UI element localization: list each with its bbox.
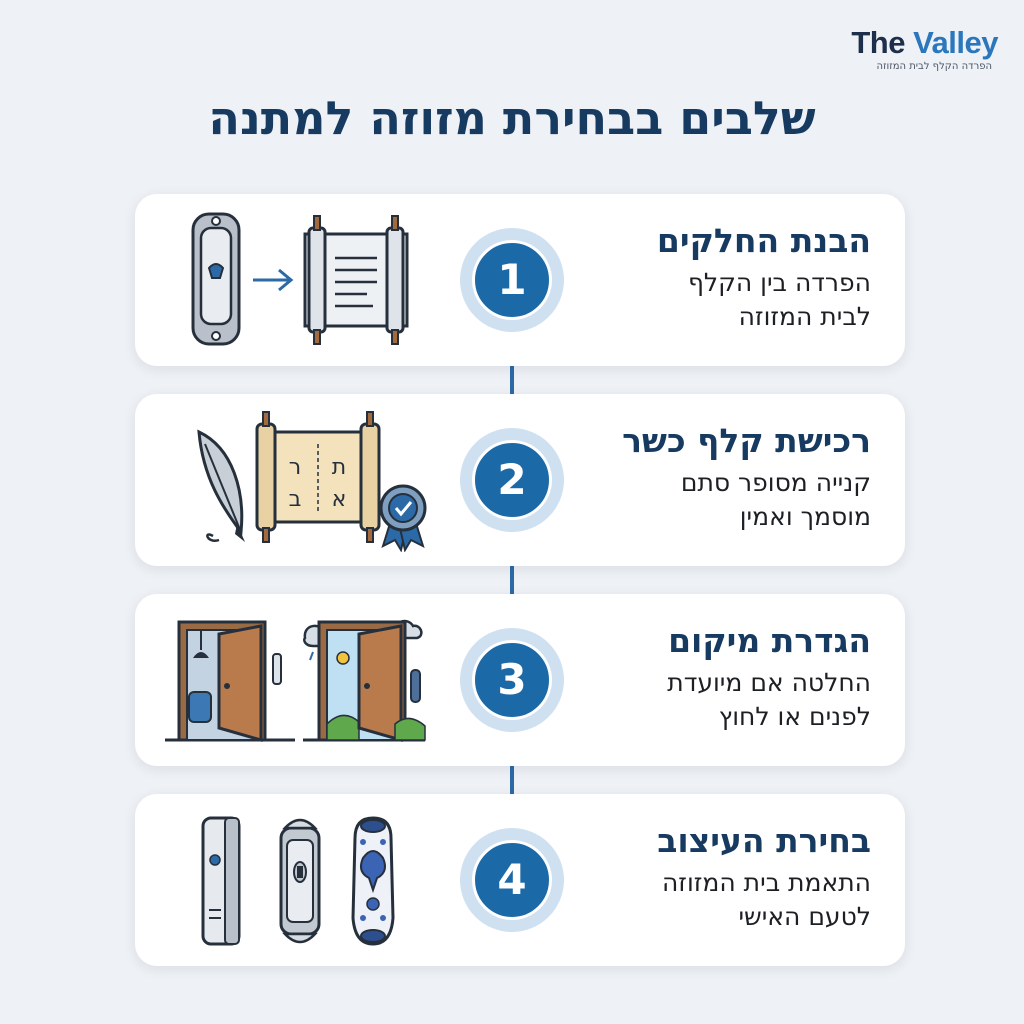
brand-logo: The Valley הפרדה הקלף לבית המזוזה (848, 26, 998, 73)
timeline-connector-1 (510, 330, 514, 408)
step-3-text: הגדרת מיקום החלטה אם מיועדת לפנים או לחו… (581, 620, 871, 734)
scroll-letter-1: ר (289, 455, 301, 480)
step-card-2: ר ת ב א 2 רכישת קלף כשר קנייה מסופר סתם … (135, 394, 905, 566)
quill-icon (197, 429, 245, 542)
step-3-number: 3 (472, 640, 552, 720)
step-1-number: 1 (472, 240, 552, 320)
certified-badge-icon (379, 484, 427, 552)
arrow-right-icon (253, 268, 294, 292)
step-1-text: הבנת החלקים הפרדה בין הקלף לבית המזוזה (581, 220, 871, 334)
outdoor-door-icon (303, 619, 426, 742)
indoor-door-icon (165, 620, 295, 742)
brand-name-part1: The (851, 25, 914, 60)
step-4-text: בחירת העיצוב התאמת בית המזוזה לטעם האישי (581, 820, 871, 934)
step-2-desc-line1: קנייה מסופר סתם (680, 468, 871, 497)
step-1-badge: 1 (460, 228, 564, 332)
step-3-desc-line2: לפנים או לחוץ (718, 702, 871, 731)
step-2-badge: 2 (460, 428, 564, 532)
brand-tagline: הפרדה הקלף לבית המזוזה (876, 61, 992, 72)
scroll-icon (303, 215, 409, 345)
scroll-letter-3: ב (289, 487, 302, 512)
scroll-letter-4: א (332, 487, 347, 512)
scroll-letter-2: ת (332, 455, 346, 480)
timeline-connector-2 (510, 530, 514, 608)
brand-name-part2: Valley (913, 25, 998, 60)
page-title: שלבים בבחירת מזוזה למתנה (208, 91, 816, 145)
timeline-connector-3 (510, 730, 514, 808)
step-2-text: רכישת קלף כשר קנייה מסופר סתם מוסמך ואמי… (581, 420, 871, 534)
step-3-desc-line1: החלטה אם מיועדת (667, 668, 871, 697)
step-1-desc-line2: לבית המזוזה (738, 302, 871, 331)
step-3-title: הגדרת מיקום (668, 621, 871, 660)
step-4-title: בחירת העיצוב (657, 821, 871, 860)
step-4-icons (163, 808, 443, 952)
step-2-title: רכישת קלף כשר (622, 421, 871, 460)
step-card-1: 1 הבנת החלקים הפרדה בין הקלף לבית המזוזה (135, 194, 905, 366)
step-4-number: 4 (472, 840, 552, 920)
metal-mezuzah-icon (279, 818, 321, 944)
step-2-number: 2 (472, 440, 552, 520)
step-1-title: הבנת החלקים (656, 221, 871, 260)
step-4-badge: 4 (460, 828, 564, 932)
decorated-mezuzah-icon (351, 816, 395, 946)
step-3-badge: 3 (460, 628, 564, 732)
step-1-icons (163, 208, 443, 352)
step-3-icons (163, 608, 443, 752)
step-2-desc-line2: מוסמך ואמין (739, 502, 871, 531)
step-4-desc-line2: לטעם האישי (738, 902, 871, 931)
step-2-icons: ר ת ב א (163, 408, 443, 552)
step-4-desc-line1: התאמת בית המזוזה (661, 868, 871, 897)
brand-name: The Valley (848, 26, 998, 60)
step-card-4: 4 בחירת העיצוב התאמת בית המזוזה לטעם האי… (135, 794, 905, 966)
mezuzah-case-icon (191, 212, 241, 346)
modern-mezuzah-icon (201, 816, 241, 946)
hebrew-scroll-icon: ר ת ב א (255, 411, 381, 543)
step-card-3: 3 הגדרת מיקום החלטה אם מיועדת לפנים או ל… (135, 594, 905, 766)
step-1-desc-line1: הפרדה בין הקלף (687, 268, 871, 297)
